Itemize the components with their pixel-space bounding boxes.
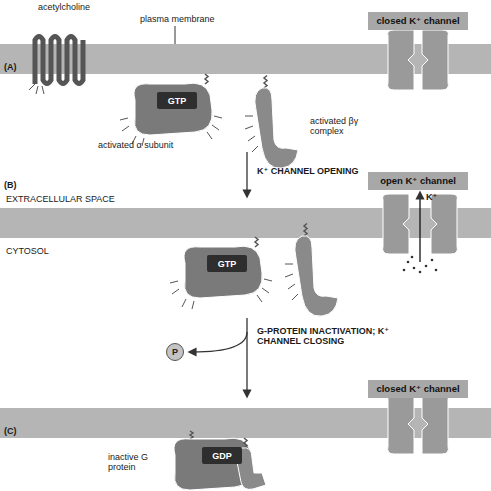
step-arrow [246,152,247,194]
leader-line [175,26,176,44]
panel-letter: (C) [4,426,17,436]
alpha-subunit [184,237,262,298]
channel-half [388,394,414,454]
beta-gamma-complex [285,224,338,317]
panel-letter: (A) [4,62,17,72]
nucleotide-box: GDP [202,447,242,464]
plasma-membrane [0,208,491,238]
node-text: GDP [212,451,232,461]
channel-half [422,394,448,454]
part-label: activated α subunit [98,140,173,150]
step-arrow [246,318,247,394]
activation-rays [170,279,272,309]
nucleotide-box: GTP [157,92,197,109]
channel-half [383,194,409,254]
state-tag: closed K⁺ channel [368,12,468,30]
release-arrow [192,332,247,352]
beta-gamma-complex [245,76,298,169]
node-text: P [172,347,178,357]
channel-half [431,194,457,254]
channel-half [422,30,448,90]
region-label: EXTRACELLULAR SPACE [6,194,115,204]
ion-flow-arrow [419,195,420,262]
potassium-ions [403,256,438,274]
panel-letter: (B) [4,180,17,190]
molecule-label: acetylcholine [38,2,90,12]
plasma-membrane [0,408,491,438]
step-label: K⁺ CHANNEL OPENING [257,166,359,176]
alpha-subunit [134,74,212,135]
node-text: closed K⁺ channel [376,384,459,394]
closed-channel [388,30,449,90]
part-label: inactive G protein [108,452,170,472]
state-tag: open K⁺ channel [368,172,468,190]
node-text: GTP [168,96,187,106]
state-tag: closed K⁺ channel [368,380,468,398]
nucleotide-box: GTP [207,255,247,272]
channel-half [388,30,414,90]
receptor [35,37,83,85]
node-text: GTP [218,259,237,269]
closed-channel [388,394,449,454]
node-text: closed K⁺ channel [376,16,459,26]
phosphate-circle: P [166,343,184,361]
region-label: CYTOSOL [6,246,49,256]
node-text: open K⁺ channel [380,176,456,186]
ion-label: K⁺ [426,192,437,202]
activation-rays [29,84,44,94]
part-label: activated βγ complex [310,116,376,136]
part-label: plasma membrane [140,14,215,24]
step-label: G-PROTEIN INACTIVATION; K⁺ CHANNEL CLOSI… [257,326,397,346]
